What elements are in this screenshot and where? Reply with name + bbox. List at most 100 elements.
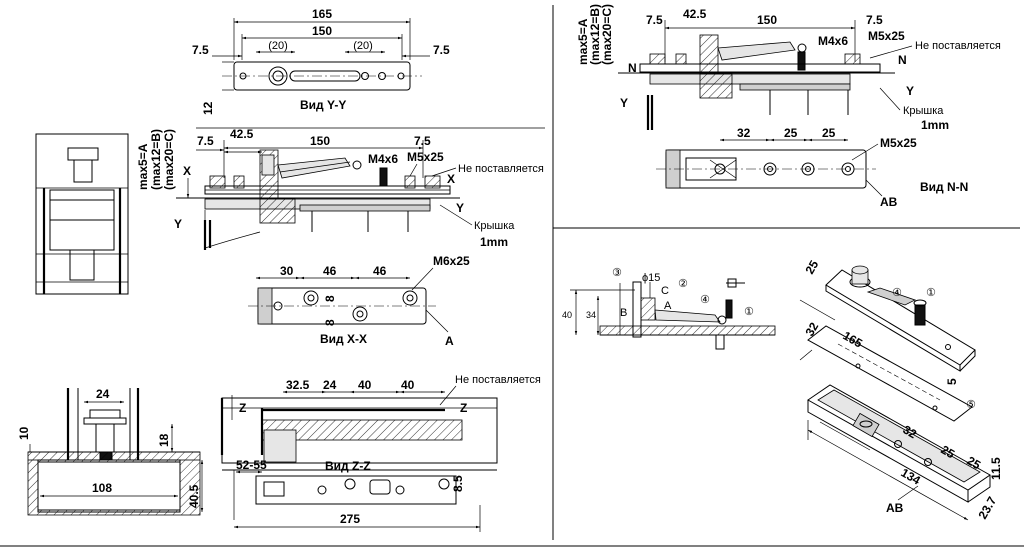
dim-40a: 40 — [358, 378, 372, 392]
view-yy-title: Вид Y-Y — [300, 98, 346, 112]
bottom-left-section: 24 108 10 18 40.5 — [17, 387, 204, 516]
tr-label-max5: max5=A — [576, 18, 590, 65]
dim-10: 10 — [17, 426, 31, 440]
br-dim-40: 40 — [562, 310, 572, 320]
view-yy: 165 150 (20) (20) 7.5 7.5 12 Вид Y-Y — [192, 7, 450, 115]
nn-letter-ab: AB — [880, 195, 898, 209]
callout-2: ② — [678, 278, 688, 290]
tr-n-label-right: N — [898, 53, 907, 67]
tr-label-max12: (max12=B) — [588, 4, 602, 65]
phi-15: ϕ15 — [642, 272, 660, 284]
nn-dim-32: 32 — [737, 126, 751, 140]
y-label-left: Y — [174, 217, 182, 231]
iso-dim-25: 25 — [802, 258, 821, 277]
dim-52-55: 52-55 — [236, 458, 267, 472]
tr-cover-label: Крышка — [903, 105, 944, 117]
main-section: max5=A (max12=B) (max20=C) 7.5 42.5 150 … — [136, 127, 545, 250]
dim-7-5-r: 7.5 — [414, 134, 431, 148]
view-zz-title: Вид Z-Z — [325, 459, 371, 473]
label-max5: max5=A — [136, 143, 150, 190]
dim-18: 18 — [157, 433, 171, 447]
x-label-right: X — [447, 172, 455, 186]
x-label-left: X — [183, 164, 191, 178]
tr-screw-m5x25: M5x25 — [868, 29, 905, 43]
dim-7-5-left: 7.5 — [192, 43, 209, 57]
letter-a: A — [445, 334, 454, 348]
dim-165: 165 — [312, 7, 332, 21]
letter-a-br: A — [664, 300, 672, 312]
callout-4: ④ — [700, 294, 710, 306]
dim-42-5: 42.5 — [230, 127, 254, 141]
tr-screw-m4x6: M4x6 — [818, 34, 848, 48]
dim-8-5: 8.5 — [451, 475, 465, 492]
tr-not-supplied: Не поставляется — [915, 40, 1001, 52]
z-label-right: Z — [460, 401, 467, 415]
not-supplied-zz: Не поставляется — [455, 374, 541, 386]
dim-108: 108 — [92, 481, 112, 495]
cover-thickness: 1mm — [480, 235, 508, 249]
tr-dim-150: 150 — [757, 13, 777, 27]
view-xx-title: Вид X-X — [320, 332, 367, 346]
screw-m6x25: M6x25 — [433, 254, 470, 268]
iso-dim-11-5: 11.5 — [989, 457, 1003, 480]
z-label-left: Z — [239, 401, 246, 415]
iso-callout-5: ⑤ — [966, 399, 976, 411]
iso-dim-165: 165 — [841, 328, 866, 350]
iso-dim-23-7: 23.7 — [975, 494, 999, 522]
nn-dim-25a: 25 — [784, 126, 798, 140]
top-right-section: max5=A (max12=B) (max20=C) 7.5 42.5 150 … — [576, 4, 1001, 132]
letter-c: C — [661, 285, 669, 297]
dim-20-left: (20) — [268, 40, 288, 52]
screw-m5x25: M5x25 — [407, 150, 444, 164]
dim-46a: 46 — [323, 264, 337, 278]
tr-y-label-right: Y — [906, 84, 914, 98]
iso-dim-134: 134 — [899, 465, 924, 487]
dim-12: 12 — [201, 101, 215, 115]
tr-cover-thickness: 1mm — [921, 118, 949, 132]
view-nn: 32 25 25 M5x25 AB Вид N-N — [656, 126, 968, 209]
dim-30: 30 — [280, 264, 294, 278]
dim-275: 275 — [340, 512, 360, 526]
dim-32-5: 32.5 — [286, 378, 310, 392]
label-max12: (max12=B) — [149, 129, 163, 190]
iso-dim-32: 32 — [802, 320, 821, 339]
tr-n-label-left: N — [628, 61, 637, 75]
iso-dim-25c: 25 — [965, 453, 984, 472]
view-xx: 30 46 46 M6x25 8 8 A Вид X-X — [248, 254, 470, 348]
dim-150: 150 — [310, 134, 330, 148]
cover-label: Крышка — [474, 220, 515, 232]
dim-150: 150 — [312, 24, 332, 38]
not-supplied-label: Не поставляется — [458, 163, 544, 175]
y-label-right: Y — [456, 201, 464, 215]
bottom-right-section: ③ ϕ15 ② ④ ① C A B 40 34 — [562, 267, 776, 350]
label-max20: (max20=C) — [162, 129, 176, 190]
dim-8b: 8 — [323, 319, 337, 326]
tr-dim-7-5-r: 7.5 — [866, 13, 883, 27]
callout-3: ③ — [612, 267, 622, 279]
dim-7-5-right: 7.5 — [433, 43, 450, 57]
dim-40-5: 40.5 — [187, 484, 201, 508]
side-view-left — [35, 133, 129, 295]
dim-24: 24 — [96, 387, 110, 401]
tr-label-max20: (max20=C) — [600, 4, 614, 65]
dim-7-5: 7.5 — [197, 134, 214, 148]
tr-dim-7-5: 7.5 — [646, 13, 663, 27]
dim-24-zz: 24 — [323, 378, 337, 392]
dim-20-right: (20) — [353, 40, 373, 52]
tr-dim-42-5: 42.5 — [683, 7, 707, 21]
nn-dim-25b: 25 — [822, 126, 836, 140]
dim-46b: 46 — [373, 264, 387, 278]
nn-screw: M5x25 — [880, 136, 917, 150]
callout-1: ① — [744, 306, 754, 318]
letter-b: B — [620, 307, 627, 319]
iso-dim-5: 5 — [945, 378, 959, 385]
tr-y-label-left: Y — [620, 96, 628, 110]
view-zz: Z Z 32.5 24 40 40 Не поставляется 52-55 … — [220, 374, 541, 532]
dim-40b: 40 — [401, 378, 415, 392]
isometric-view: 25 ④ ① 32 165 5 ⑤ 32 25 25 11.5 134 23.7… — [799, 258, 1003, 522]
br-dim-34: 34 — [586, 310, 596, 320]
dim-8a: 8 — [323, 295, 337, 302]
iso-letter-ab: AB — [886, 501, 904, 515]
screw-m4x6: M4x6 — [368, 152, 398, 166]
